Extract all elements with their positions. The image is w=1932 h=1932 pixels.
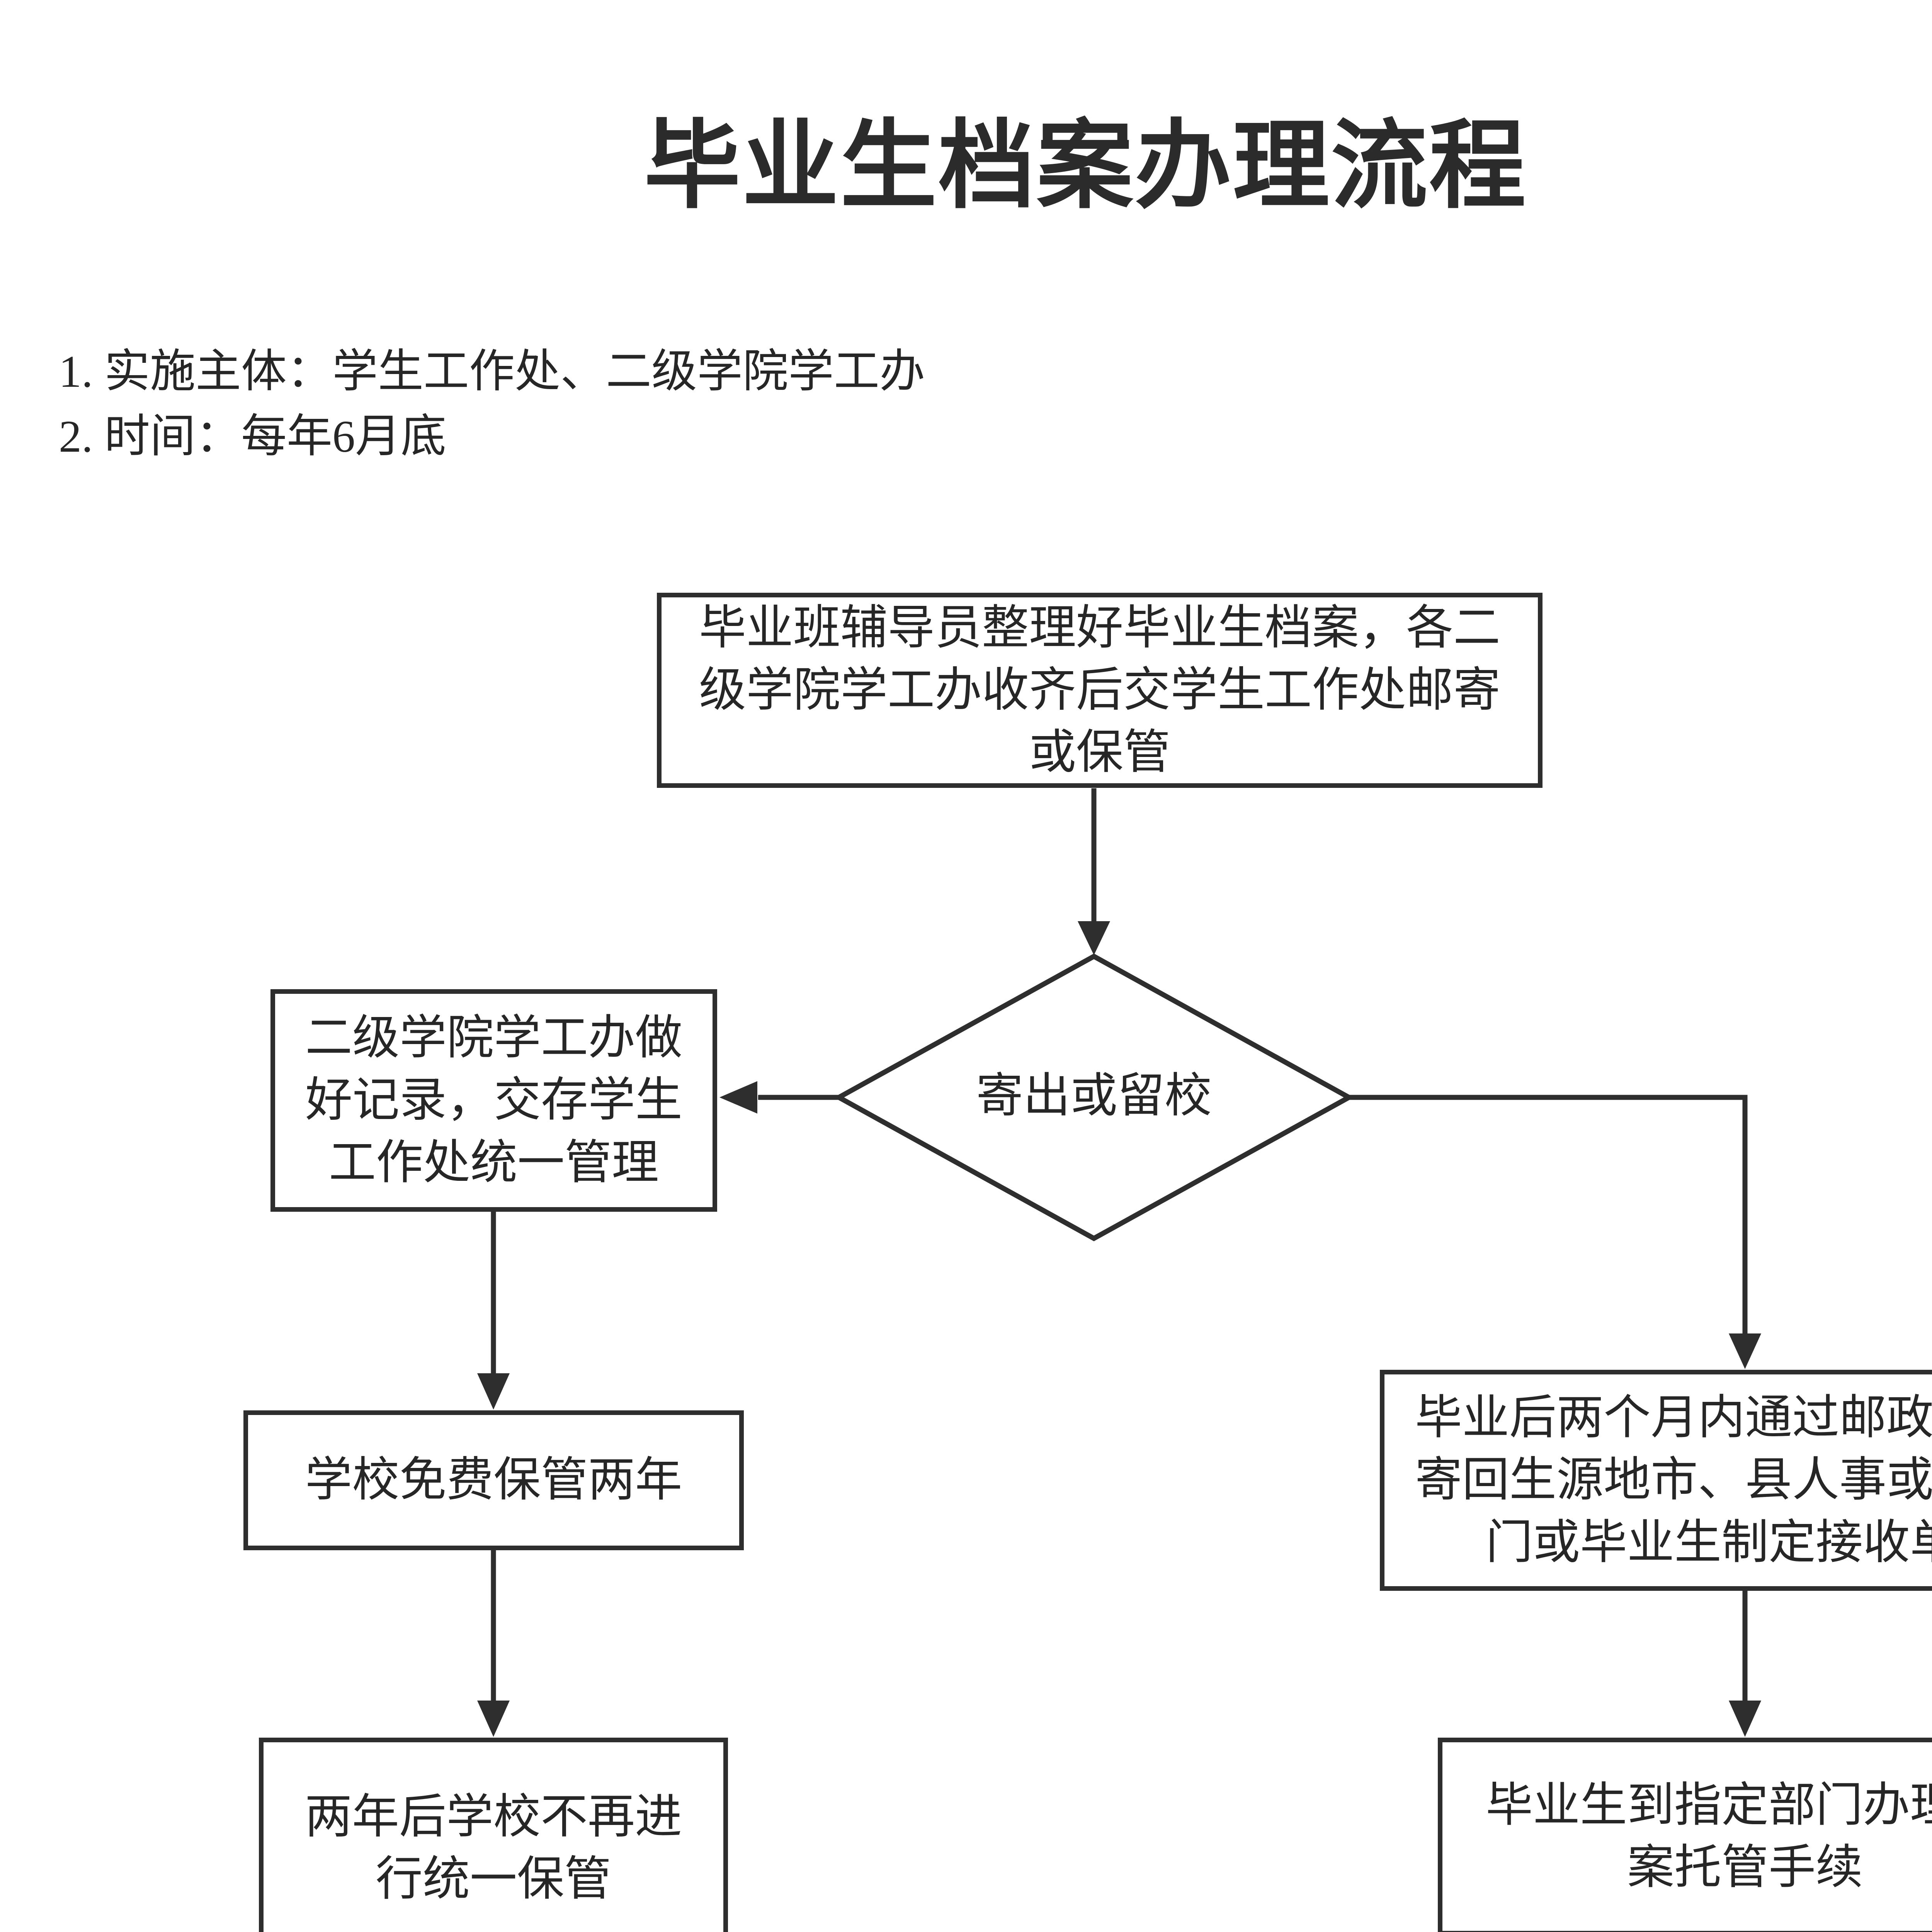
- note-time: 2. 时间：每年6月底: [59, 411, 447, 462]
- node-start: 毕业班辅导员整理好毕业生档案，各二 级学院学工办收齐后交学生工作处邮寄 或保管: [657, 593, 1543, 788]
- notes-block: 1. 实施主体：学生工作处、二级学院学工办 2. 时间：每年6月底: [59, 339, 925, 469]
- arrowhead-start-decision: [1078, 921, 1110, 955]
- arrowhead-free-storage-no-storage: [477, 1701, 510, 1737]
- note-implementer: 1. 实施主体：学生工作处、二级学院学工办: [59, 346, 925, 397]
- node-trusteeship: 毕业生到指定部门办理档 案托管手续: [1438, 1738, 1932, 1932]
- node-trusteeship-label: 毕业生到指定部门办理档 案托管手续: [1486, 1779, 1932, 1894]
- node-mail-back-label: 毕业后两个月内通过邮政部门邮 寄回生源地市、县人事或社保部 门或毕业生制定接收单…: [1415, 1392, 1932, 1569]
- arrowhead-mail-back-trusteeship: [1729, 1701, 1761, 1737]
- arrowhead-keep-record-free-storage: [477, 1373, 510, 1410]
- arrowhead-decision-keep-record: [719, 1081, 757, 1114]
- node-start-label: 毕业班辅导员整理好毕业生档案，各二 级学院学工办收齐后交学生工作处邮寄 或保管: [699, 602, 1500, 779]
- node-mail-back: 毕业后两个月内通过邮政部门邮 寄回生源地市、县人事或社保部 门或毕业生制定接收单…: [1380, 1370, 1932, 1591]
- node-no-storage-label: 两年后学校不再进 行统一保管: [305, 1791, 682, 1905]
- edge-decision-mail-back: [1349, 1095, 1748, 1337]
- node-free-storage-label: 学校免费保管两年: [305, 1454, 682, 1507]
- node-no-storage: 两年后学校不再进 行统一保管: [259, 1738, 728, 1932]
- node-free-storage: 学校免费保管两年: [243, 1410, 744, 1550]
- node-keep-record: 二级学院学工办做 好记录，交存学生 工作处统一管理: [270, 989, 717, 1212]
- arrowhead-decision-mail-back: [1729, 1333, 1761, 1369]
- page-title: 毕业生档案办理流程: [644, 113, 1527, 220]
- node-decision-label: 寄出或留校: [976, 1070, 1212, 1122]
- decision-diamond-shape: [833, 953, 1354, 1242]
- node-keep-record-label: 二级学院学工办做 好记录，交存学生 工作处统一管理: [305, 1012, 682, 1189]
